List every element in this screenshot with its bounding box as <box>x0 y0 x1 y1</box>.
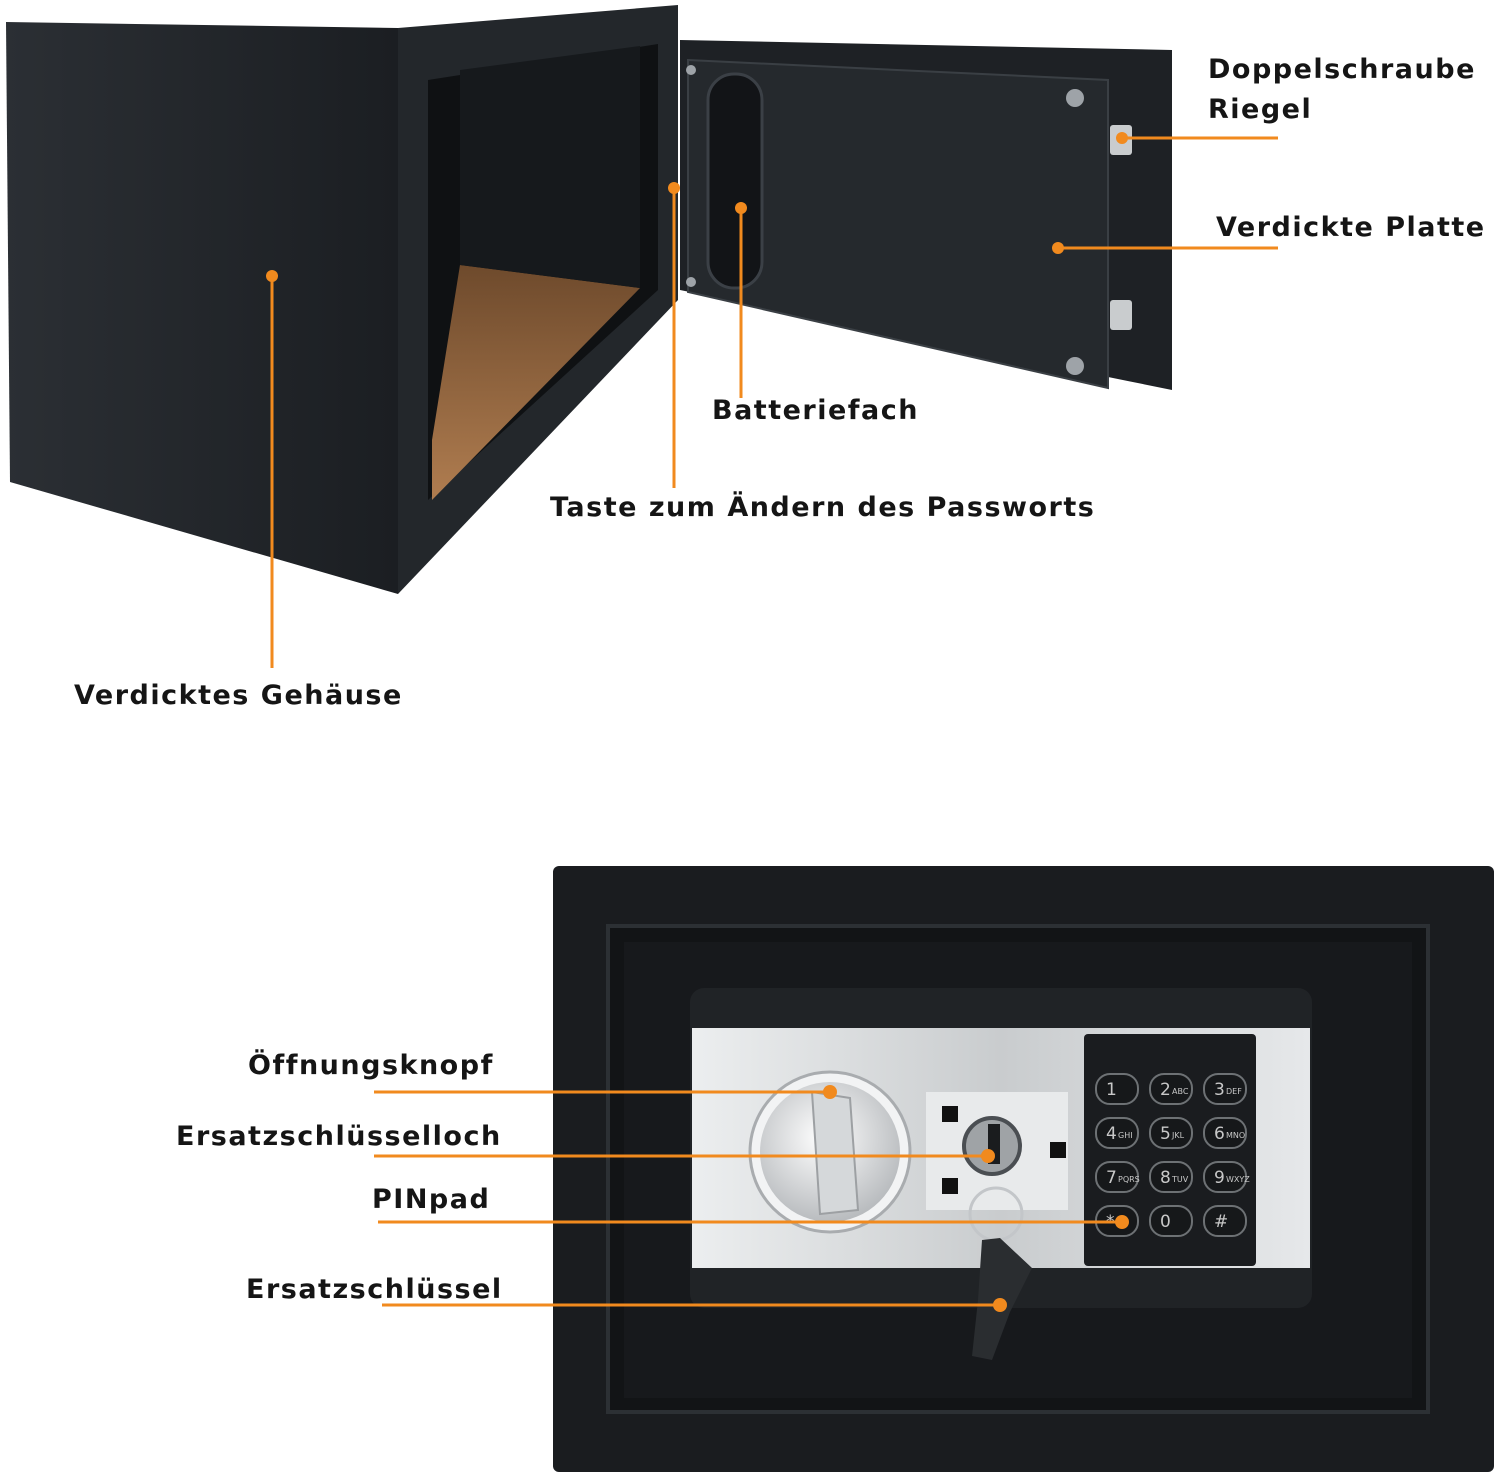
pin-pad-key-digit: 8 <box>1160 1168 1171 1188</box>
callout-dot-housing <box>266 270 278 282</box>
callouts <box>266 132 1278 1312</box>
pin-pad-key-#[interactable]: # <box>1203 1205 1247 1237</box>
keyhole-indicator <box>942 1106 958 1122</box>
label-spare-keyhole: Ersatzschlüsselloch <box>176 1121 502 1152</box>
door-screw <box>686 277 696 287</box>
label-double-bolt-line1: Doppelschraube <box>1208 54 1476 85</box>
pin-pad-key-digit: 6 <box>1214 1124 1225 1144</box>
callout-dot-pinpad <box>1115 1215 1129 1229</box>
label-pin-pad: PINpad <box>372 1184 491 1215</box>
pin-pad-key-digit: 5 <box>1160 1124 1171 1144</box>
pin-pad-key-digit: 2 <box>1160 1080 1171 1100</box>
pin-pad-key-letters: WXYZ <box>1226 1175 1250 1184</box>
battery-compartment <box>706 72 764 290</box>
pin-pad-key-digit: 7 <box>1106 1168 1117 1188</box>
pin-pad-key-digit: 9 <box>1214 1168 1225 1188</box>
pin-pad-key-letters: TUV <box>1171 1175 1189 1184</box>
label-thick-plate: Verdickte Platte <box>1216 212 1486 243</box>
door-screw <box>686 65 696 75</box>
callout-dot-reset <box>668 182 680 194</box>
callout-dot-bolt <box>1116 132 1128 144</box>
door-screw <box>1066 89 1084 107</box>
keyhole-indicator <box>1050 1142 1066 1158</box>
pin-pad-key-0[interactable]: 0 <box>1149 1205 1193 1237</box>
label-battery-compartment: Batteriefach <box>712 395 919 426</box>
callout-dot-plate <box>1052 242 1064 254</box>
pin-pad-key-digit: 0 <box>1160 1212 1171 1232</box>
open-safe <box>6 5 1172 594</box>
keyhole-indicator <box>942 1178 958 1194</box>
callout-dot-battery <box>735 202 747 214</box>
label-double-bolt: Doppelschraube Riegel <box>1208 50 1476 130</box>
pin-pad-key-letters: JKL <box>1171 1131 1185 1140</box>
pin-pad-key-letters: ABC <box>1172 1087 1189 1096</box>
label-double-bolt-line2: Riegel <box>1208 94 1313 125</box>
locking-bolt <box>1110 300 1132 330</box>
label-password-reset-button: Taste zum Ändern des Passworts <box>550 492 1096 523</box>
pin-pad-key-letters: MNO <box>1226 1131 1245 1140</box>
door-inner-plate <box>687 58 1109 390</box>
pin-pad-key-1[interactable]: 1 <box>1095 1073 1139 1105</box>
open-knob-grip <box>810 1090 860 1216</box>
pin-pad-key-letters: GHI <box>1118 1131 1133 1140</box>
safe-floor <box>432 265 640 500</box>
pin-pad-key-digit: 3 <box>1214 1080 1225 1100</box>
label-spare-key: Ersatzschlüssel <box>246 1274 503 1305</box>
pin-pad-key-digit: # <box>1214 1212 1228 1232</box>
callout-dot-key <box>993 1298 1007 1312</box>
pin-pad-key-letters: DEF <box>1226 1087 1242 1096</box>
label-open-knob: Öffnungsknopf <box>248 1050 494 1081</box>
label-thick-housing: Verdicktes Gehäuse <box>74 680 403 711</box>
callout-dot-knob <box>823 1085 837 1099</box>
pin-pad-key-digit: 1 <box>1106 1080 1117 1100</box>
safe-interior-back <box>460 46 640 288</box>
pin-pad-key-letters: PQRS <box>1118 1175 1140 1184</box>
pin-pad-key-digit: 4 <box>1106 1124 1117 1144</box>
callout-dot-keyhole <box>981 1149 995 1163</box>
safe-housing <box>6 22 398 594</box>
door-screw <box>1066 357 1084 375</box>
